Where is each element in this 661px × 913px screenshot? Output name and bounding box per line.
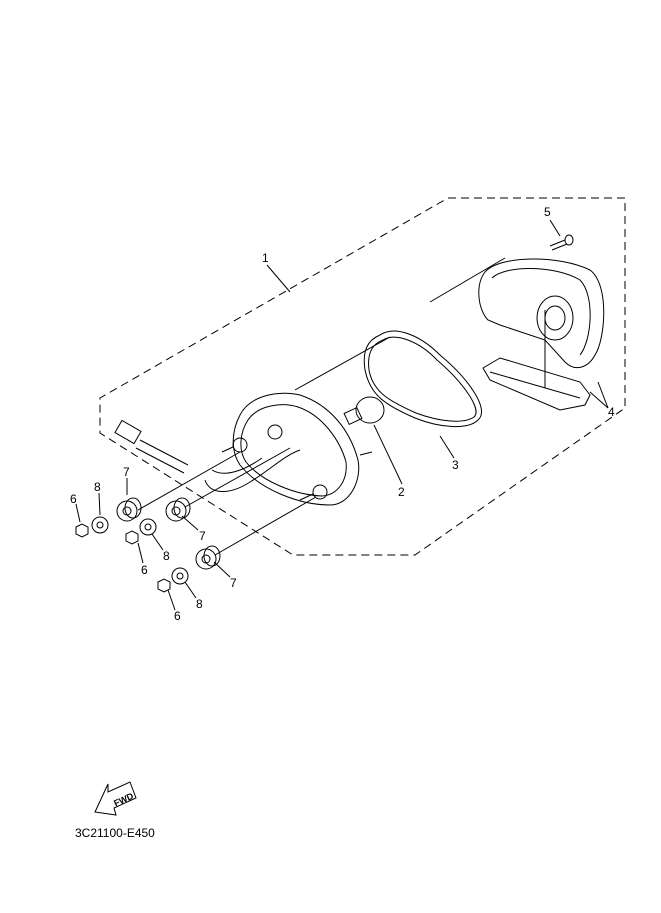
fwd-arrow-icon: FWD — [94, 781, 137, 816]
assembly-boundary — [99, 197, 626, 556]
callout-6: 6 — [141, 563, 148, 577]
callout-7: 7 — [123, 465, 130, 479]
callout-7: 7 — [230, 576, 237, 590]
bulb — [343, 396, 385, 426]
lens — [478, 258, 605, 411]
callout-4: 4 — [608, 405, 615, 419]
housing — [204, 392, 373, 506]
callout-8: 8 — [163, 549, 170, 563]
callout-8: 8 — [94, 480, 101, 494]
callout-6: 6 — [174, 609, 181, 623]
callout-8: 8 — [196, 597, 203, 611]
leader-lines — [75, 219, 609, 611]
washers — [91, 516, 189, 585]
grommets — [116, 497, 221, 570]
screw — [549, 234, 574, 251]
nuts — [75, 523, 171, 593]
callout-5: 5 — [544, 205, 551, 219]
callout-6: 6 — [70, 492, 77, 506]
callout-7: 7 — [199, 529, 206, 543]
gasket — [363, 330, 483, 428]
callout-2: 2 — [398, 485, 405, 499]
connector — [114, 419, 189, 474]
callout-1: 1 — [262, 251, 269, 265]
drawing-code: 3C21100-E450 — [75, 826, 155, 840]
callout-3: 3 — [452, 458, 459, 472]
